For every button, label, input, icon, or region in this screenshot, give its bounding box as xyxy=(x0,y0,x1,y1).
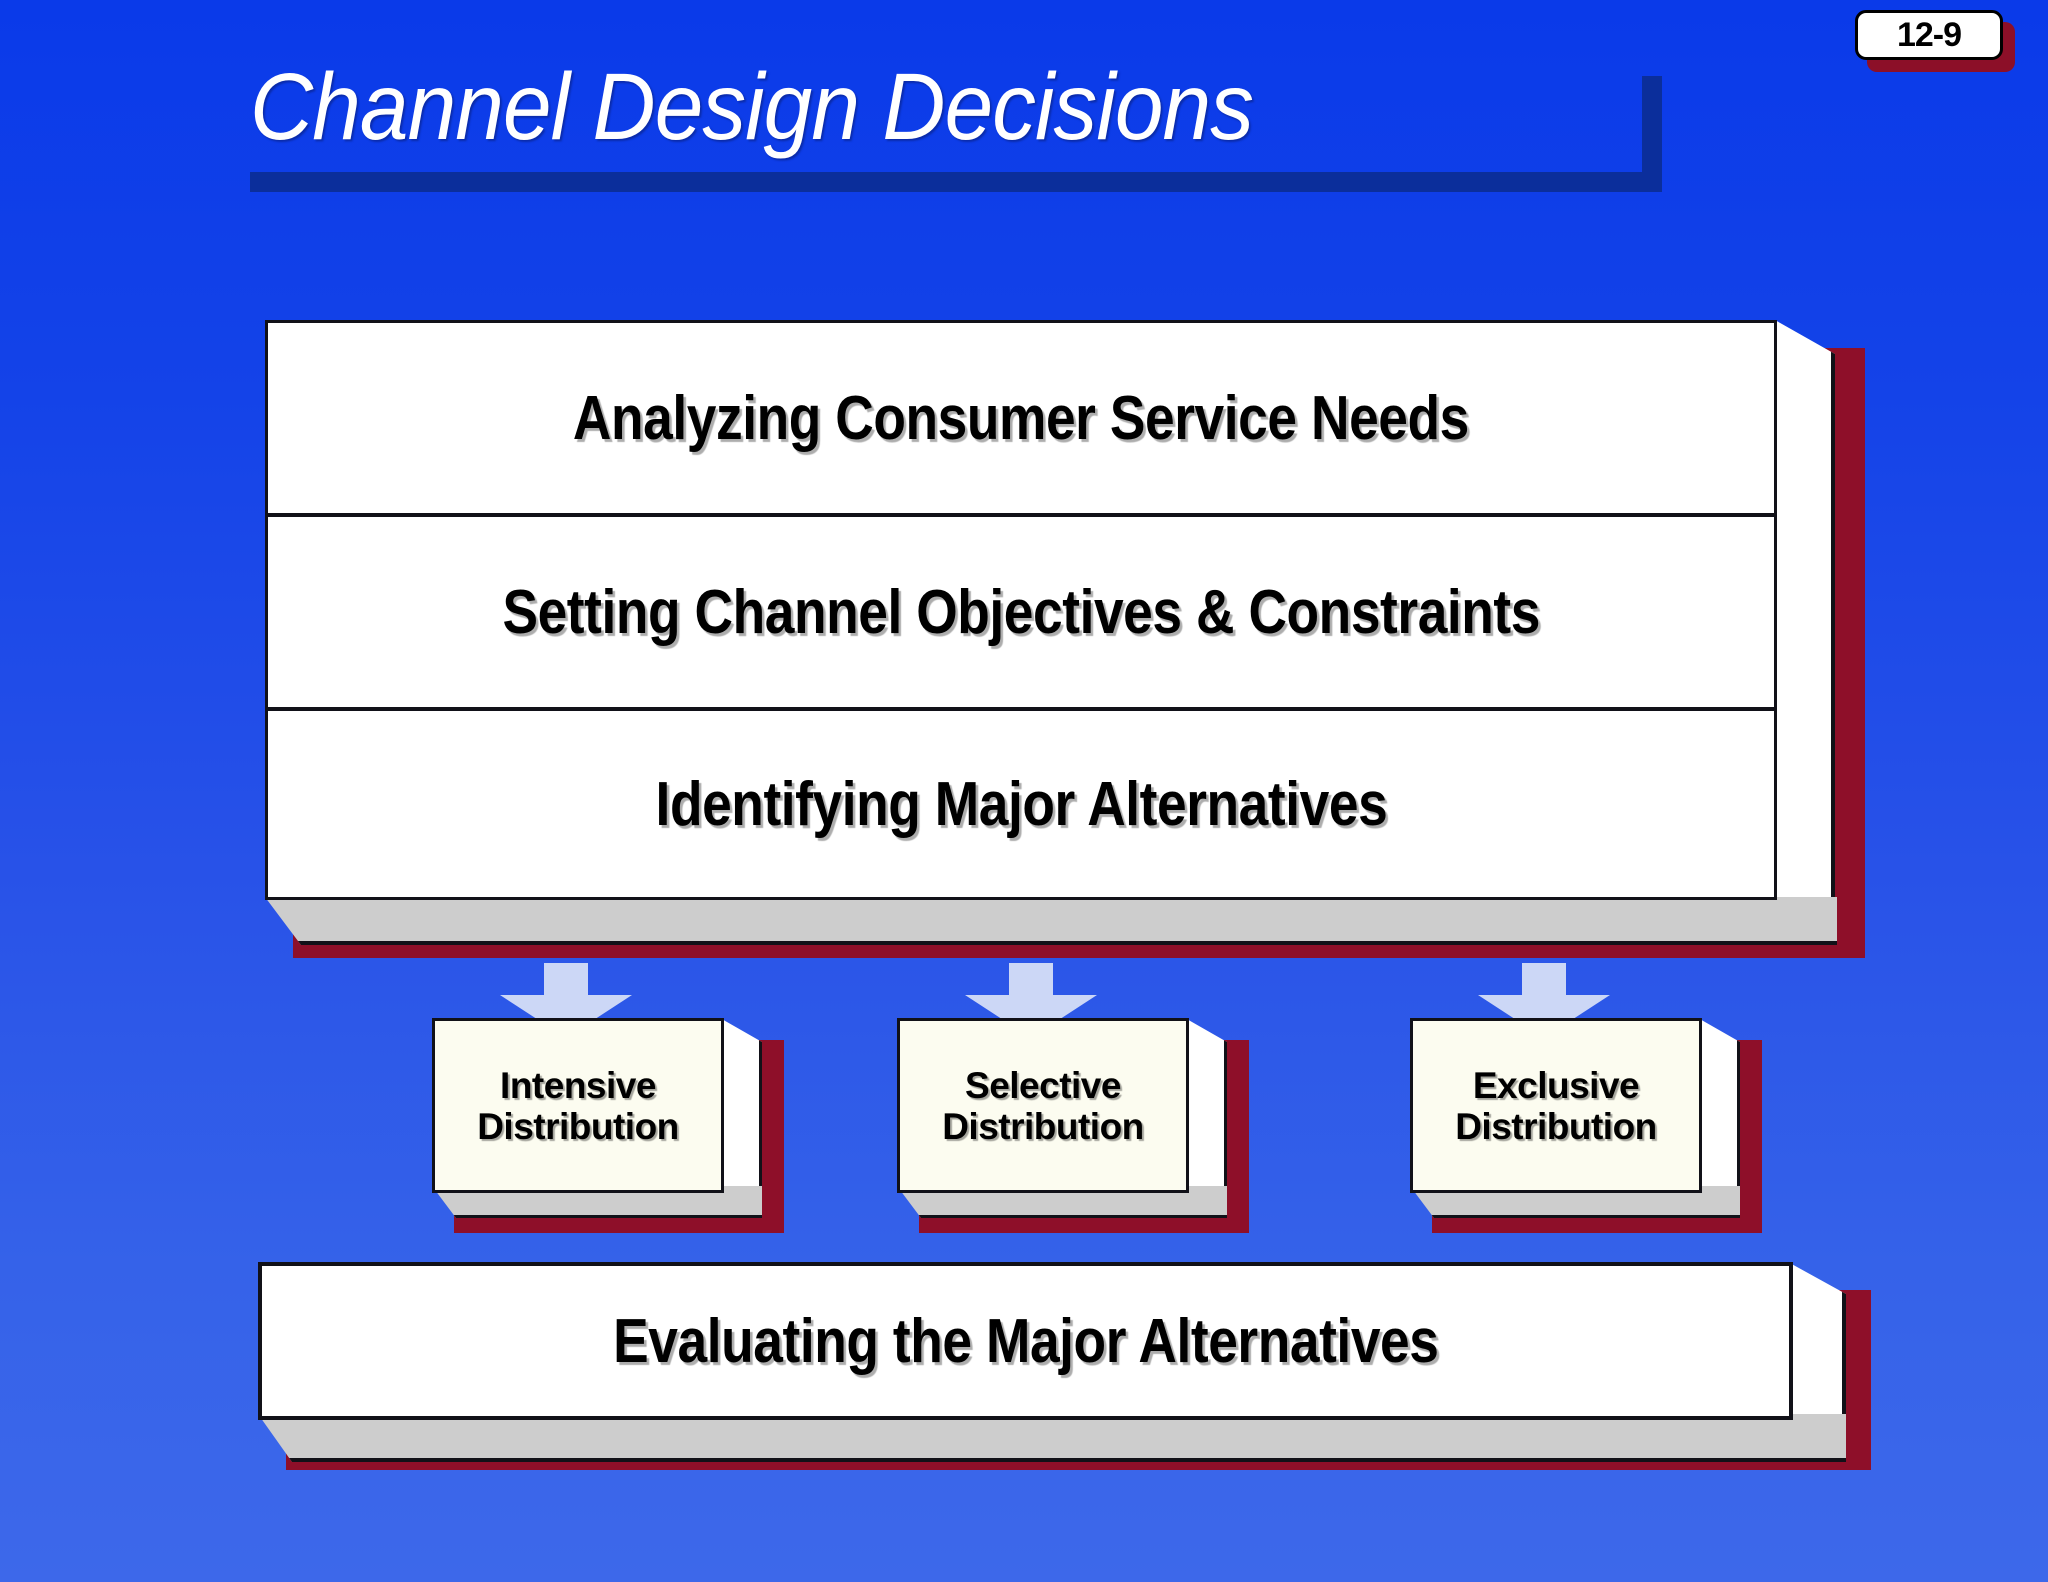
evaluation-box-bottom-bevel xyxy=(258,1414,1846,1462)
title-underline-rule xyxy=(250,172,1662,192)
distribution-box-label: Selective Distribution xyxy=(942,1065,1144,1147)
distribution-option-selective[interactable]: Selective Distribution xyxy=(897,1018,1249,1233)
distribution-option-exclusive[interactable]: Exclusive Distribution xyxy=(1410,1018,1762,1233)
distribution-box-right-bevel xyxy=(1698,1018,1740,1216)
process-step-label: Analyzing Consumer Service Needs xyxy=(573,383,1469,453)
down-arrow-icon xyxy=(1478,963,1610,1038)
page-title: Channel Design Decisions xyxy=(250,54,1254,160)
distribution-label-line2: Distribution xyxy=(942,1105,1144,1147)
process-stack-right-bevel xyxy=(1775,320,1835,935)
evaluation-box-face: Evaluating the Major Alternatives xyxy=(258,1262,1793,1420)
distribution-label-line1: Selective xyxy=(965,1064,1121,1106)
evaluation-box-label: Evaluating the Major Alternatives xyxy=(612,1306,1439,1376)
distribution-option-intensive[interactable]: Intensive Distribution xyxy=(432,1018,784,1233)
process-step-setting-objectives[interactable]: Setting Channel Objectives & Constraints xyxy=(265,514,1777,710)
distribution-box-label: Exclusive Distribution xyxy=(1455,1065,1657,1147)
evaluation-step[interactable]: Evaluating the Major Alternatives xyxy=(258,1262,1873,1477)
distribution-box-right-bevel xyxy=(720,1018,762,1216)
distribution-box-face: Intensive Distribution xyxy=(432,1018,724,1193)
distribution-box-face: Selective Distribution xyxy=(897,1018,1189,1193)
down-arrow-icon xyxy=(500,963,632,1038)
down-arrow-icon xyxy=(965,963,1097,1038)
process-step-identifying-alternatives[interactable]: Identifying Major Alternatives xyxy=(265,708,1777,900)
process-stack: Analyzing Consumer Service Needs Setting… xyxy=(265,320,1865,960)
distribution-box-right-bevel xyxy=(1185,1018,1227,1216)
distribution-label-line1: Exclusive xyxy=(1472,1064,1640,1106)
distribution-label-line1: Intensive xyxy=(500,1064,656,1106)
distribution-label-line2: Distribution xyxy=(477,1105,679,1147)
process-step-analyzing[interactable]: Analyzing Consumer Service Needs xyxy=(265,320,1777,516)
distribution-box-label: Intensive Distribution xyxy=(477,1065,679,1147)
page-number-badge: 12-9 xyxy=(1855,10,2015,72)
process-step-label: Identifying Major Alternatives xyxy=(655,769,1387,839)
title-right-rule xyxy=(1642,76,1662,192)
page-number-badge-box: 12-9 xyxy=(1855,10,2003,60)
process-stack-bottom-bevel xyxy=(265,897,1837,945)
distribution-label-line2: Distribution xyxy=(1455,1105,1657,1147)
page-number-text: 12-9 xyxy=(1896,15,1962,54)
distribution-box-face: Exclusive Distribution xyxy=(1410,1018,1702,1193)
process-step-label: Setting Channel Objectives & Constraints xyxy=(502,577,1540,647)
slide-title-block: Channel Design Decisions xyxy=(250,48,1680,193)
